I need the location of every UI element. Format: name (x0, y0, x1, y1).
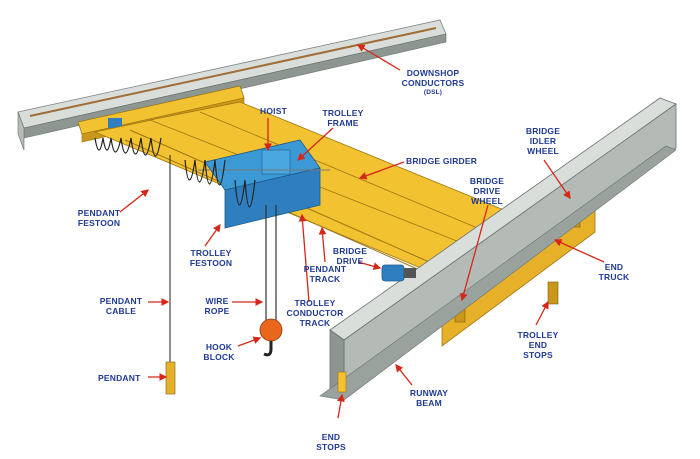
label-trolley-end-stops: TROLLEY END STOPS (517, 330, 559, 360)
label-trolley-frame: TROLLEY FRAME (322, 108, 364, 128)
label-bridge-idler-wheel: BRIDGE IDLER WHEEL (525, 126, 561, 156)
festoon-cables (94, 137, 256, 208)
leader-arrows (119, 44, 605, 419)
label-pendant-track: PENDANT TRACK (303, 264, 347, 284)
label-downshop-conductors: DOWNSHOP CONDUCTORS (DSL) (398, 68, 468, 98)
label-pendant: PENDANT (98, 373, 141, 383)
label-bridge-drive: BRIDGE DRIVE (332, 246, 368, 266)
label-end-truck: END TRUCK (598, 262, 630, 282)
label-trolley-conductor-track: TROLLEY CONDUCTOR TRACK (286, 298, 344, 328)
label-hook-block: HOOK BLOCK (203, 342, 235, 362)
label-pendant-festoon: PENDANT FESTOON (77, 208, 121, 228)
label-runway-beam: RUNWAY BEAM (409, 388, 449, 408)
pendant-assembly (165, 155, 176, 395)
label-end-stops: END STOPS (316, 432, 346, 452)
label-wire-rope: WIRE ROPE (204, 296, 230, 316)
hook-assembly (259, 205, 283, 357)
label-downshop-conductors-text: DOWNSHOP CONDUCTORS (401, 68, 465, 88)
label-bridge-drive-wheel: BRIDGE DRIVE WHEEL (469, 176, 505, 206)
label-dsl-text: (DSL) (423, 89, 443, 96)
label-pendant-cable: PENDANT CABLE (99, 296, 143, 316)
label-bridge-girder: BRIDGE GIRDER (406, 156, 478, 166)
label-trolley-festoon: TROLLEY FESTOON (189, 248, 233, 268)
label-hoist: HOIST (260, 106, 287, 116)
trolley-hoist (198, 139, 330, 229)
bridge-drive-motor (381, 264, 416, 282)
near-runway-beam (319, 97, 677, 401)
